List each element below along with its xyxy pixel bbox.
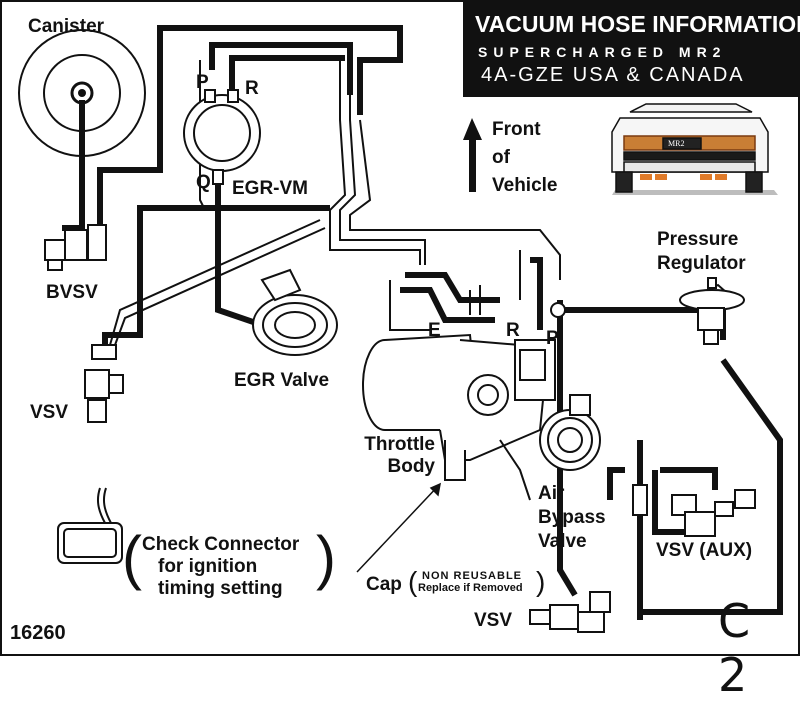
- front-arrow-icon: [463, 118, 482, 192]
- cap-paren-close: ): [536, 566, 546, 597]
- car-plate-text: MR2: [668, 139, 685, 148]
- egr-valve: [252, 268, 338, 356]
- front-line-1: Front: [492, 119, 541, 140]
- bvsv-valve: [44, 224, 107, 271]
- label-front-of-vehicle: Front of Vehicle: [492, 116, 558, 200]
- air-bypass-valve: [539, 394, 601, 471]
- label-throttle-p: P: [546, 328, 559, 349]
- throttle-line-2: Body: [387, 456, 436, 477]
- label-egr-valve: EGR Valve: [234, 370, 330, 391]
- label-cap: Cap: [366, 574, 402, 595]
- check-connector: [57, 487, 123, 564]
- label-bvsv: BVSV: [46, 282, 98, 303]
- label-canister: Canister: [28, 16, 105, 37]
- check-line-2: for ignition: [158, 556, 258, 577]
- section-code: C 2: [718, 594, 761, 702]
- pressure-line-1: Pressure: [657, 229, 739, 250]
- vacuum-hose-diagram: [0, 0, 800, 656]
- throttle-body: [362, 333, 556, 501]
- title-line-3: 4A-GZE USA & CANADA: [481, 64, 745, 86]
- label-egr-vm: EGR-VM: [232, 178, 308, 199]
- cap-paren-open: (: [408, 566, 418, 597]
- label-egr-q: Q: [196, 172, 211, 193]
- throttle-line-1: Throttle: [364, 434, 435, 455]
- label-throttle-body: Throttle Body: [351, 434, 435, 478]
- diagram-code: 16260: [10, 622, 66, 644]
- label-throttle-r: R: [506, 320, 520, 341]
- label-egr-p: P: [196, 72, 209, 93]
- label-pressure-regulator: Pressure Regulator: [657, 228, 746, 276]
- check-line-1: Check Connector: [142, 534, 300, 555]
- paren-open: (: [122, 524, 142, 591]
- cap-note-line-2: Replace if Removed: [418, 582, 523, 594]
- pressure-line-2: Regulator: [657, 253, 746, 274]
- egr-vm: [183, 89, 261, 185]
- title-line-1: VACUUM HOSE INFORMATION: [475, 11, 800, 37]
- air-line-3: Valve: [538, 531, 587, 552]
- air-line-1: Air: [538, 483, 565, 504]
- air-line-2: Bypass: [538, 507, 606, 528]
- canister: [18, 29, 146, 157]
- pressure-regulator: [679, 277, 745, 345]
- title-box: VACUUM HOSE INFORMATION SUPERCHARGED MR2…: [463, 0, 800, 97]
- front-line-2: of: [492, 147, 510, 168]
- label-throttle-e: E: [428, 320, 441, 341]
- label-vsv-aux: VSV (AUX): [656, 540, 753, 561]
- paren-close: ): [316, 524, 336, 591]
- label-vsv-bottom: VSV: [474, 610, 513, 631]
- hose-canister-bvsv: [62, 100, 85, 231]
- car-rear-icon: [611, 103, 778, 195]
- vsv-aux: [671, 489, 756, 537]
- label-air-bypass-valve: Air Bypass Valve: [538, 482, 606, 554]
- front-line-3: Vehicle: [492, 175, 558, 196]
- cap-note-line-1: NON REUSABLE: [422, 570, 523, 582]
- check-line-3: timing setting: [158, 578, 283, 599]
- label-vsv-left: VSV: [30, 402, 69, 423]
- label-cap-note: NON REUSABLE Replace if Removed: [418, 570, 523, 594]
- vsv-left: [84, 344, 124, 423]
- label-egr-r: R: [245, 78, 259, 99]
- vsv-bottom: [529, 591, 611, 633]
- label-check-connector: Check Connector for ignition timing sett…: [142, 534, 299, 600]
- title-line-2: SUPERCHARGED MR2: [478, 44, 727, 60]
